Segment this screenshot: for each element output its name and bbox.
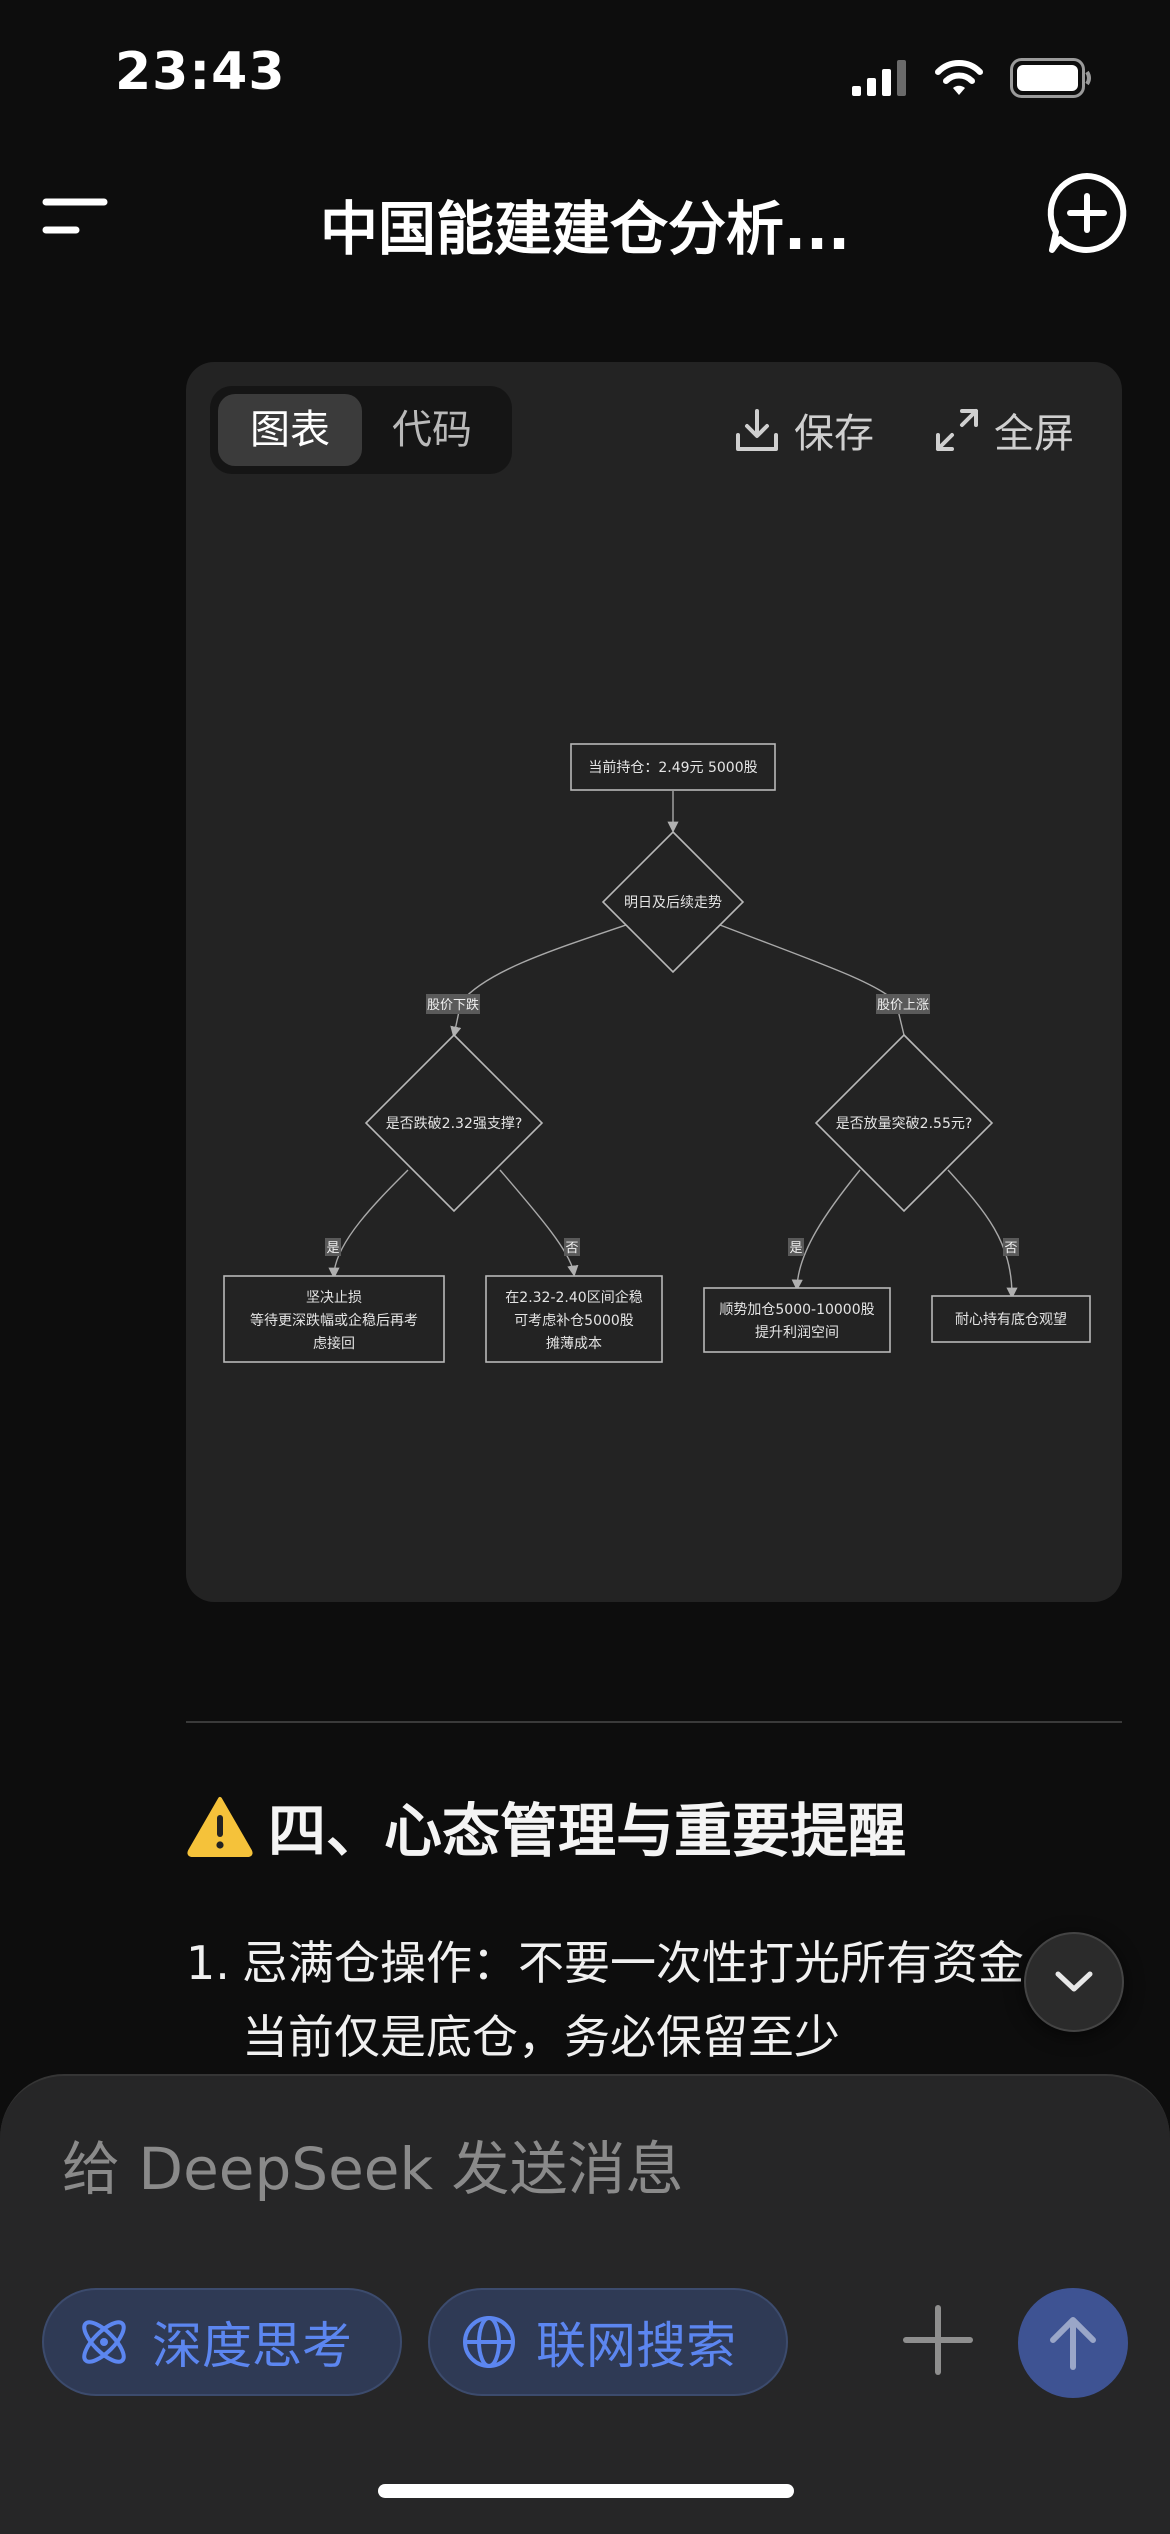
edge-label-no-left: 否	[564, 1238, 580, 1256]
node-trend-decision-text: 明日及后续走势	[624, 894, 722, 911]
edge-label-up: 股价上涨	[876, 994, 930, 1014]
download-icon	[736, 409, 778, 451]
deep-think-toggle[interactable]: 深度思考	[42, 2288, 402, 2396]
node-add-at-support-line-1: 在2.32-2.40区间企稳	[505, 1289, 642, 1306]
new-chat-icon	[1047, 173, 1127, 253]
message-input[interactable]	[60, 2134, 964, 2204]
node-stop-loss-line-2: 等待更深跌幅或企稳后再考	[250, 1312, 418, 1329]
cellular-signal-icon	[852, 60, 906, 96]
flowchart: 当前持仓：2.49元 5000股 明日及后续走势 股价下跌 股价上涨 是否跌破2…	[223, 743, 1091, 1363]
edge-label-no-right-text: 否	[1004, 1241, 1017, 1256]
section-divider	[186, 1721, 1122, 1723]
battery-icon	[1010, 58, 1091, 98]
edge-label-up-text: 股价上涨	[877, 998, 929, 1013]
section-heading-text: 四、心态管理与重要提醒	[268, 1797, 907, 1865]
node-stop-loss: 坚决止损 等待更深跌幅或企稳后再考 虑接回	[223, 1275, 445, 1363]
section-heading: 四、心态管理与重要提醒	[186, 1784, 906, 1868]
edge-label-yes-left-text: 是	[326, 1241, 339, 1256]
edge-label-down: 股价下跌	[426, 994, 480, 1014]
save-label: 保存	[794, 411, 874, 457]
tab-chart[interactable]: 图表	[218, 394, 362, 466]
node-break-support-text: 是否跌破2.32强支撑?	[386, 1116, 523, 1132]
node-stop-loss-line-3: 虑接回	[313, 1335, 355, 1352]
app-header: 中国能建建仓分析...	[0, 160, 1170, 270]
node-add-at-support-line-2: 可考虑补仓5000股	[514, 1313, 634, 1329]
edge-trend-up	[719, 924, 905, 1036]
sidebar-menu-icon	[42, 198, 108, 234]
fullscreen-label: 全屏	[994, 411, 1074, 457]
node-volume-breakout-text: 是否放量突破2.55元?	[836, 1116, 973, 1132]
plus-icon	[903, 2305, 973, 2375]
deep-think-label: 深度思考	[152, 2317, 352, 2375]
list-item-text: 忌满仓操作：不要一次性打光所有资金。当前仅是底仓，务必保留至少	[242, 1936, 1070, 2064]
attach-button[interactable]	[900, 2302, 976, 2378]
warning-icon	[187, 1797, 253, 1857]
node-volume-breakout-decision: 是否放量突破2.55元?	[814, 1033, 994, 1213]
expand-icon	[936, 409, 978, 451]
list-item-number: 1.	[186, 1936, 230, 1990]
status-bar: 23:43	[0, 0, 1170, 150]
node-add-on-breakout-line-2: 提升利润空间	[755, 1325, 839, 1341]
node-hold-position-text: 耐心持有底仓观望	[955, 1312, 1067, 1328]
edge-volume-yes	[791, 1169, 861, 1291]
globe-icon	[463, 2316, 515, 2368]
chevron-down-icon	[1055, 1971, 1093, 1992]
node-add-at-support-line-3: 摊薄成本	[546, 1336, 602, 1352]
node-hold-position: 耐心持有底仓观望	[931, 1295, 1091, 1343]
edge-break-yes	[328, 1169, 409, 1279]
node-add-at-support: 在2.32-2.40区间企稳 可考虑补仓5000股 摊薄成本	[485, 1275, 663, 1363]
edge-break-no	[499, 1169, 579, 1277]
node-stop-loss-line-1: 坚决止损	[306, 1290, 362, 1306]
web-search-label: 联网搜索	[536, 2317, 736, 2375]
wifi-icon	[935, 60, 983, 95]
tab-code[interactable]: 代码	[392, 407, 472, 453]
node-current-position-text: 当前持仓：2.49元 5000股	[588, 759, 757, 776]
send-button[interactable]	[1018, 2288, 1128, 2398]
new-chat-button[interactable]	[1044, 170, 1130, 256]
diagram-card: 当前持仓：2.49元 5000股 明日及后续走势 股价下跌 股价上涨 是否跌破2…	[186, 362, 1122, 1602]
node-add-on-breakout-line-1: 顺势加仓5000-10000股	[719, 1302, 874, 1318]
save-button[interactable]: 保存	[734, 398, 874, 462]
menu-button[interactable]	[40, 188, 110, 244]
atom-icon	[82, 2320, 126, 2364]
node-break-support-decision: 是否跌破2.32强支撑?	[364, 1033, 544, 1213]
web-search-toggle[interactable]: 联网搜索	[428, 2288, 788, 2396]
edge-label-no-right: 否	[1003, 1238, 1019, 1256]
edge-trend-down	[450, 924, 627, 1038]
node-add-on-breakout: 顺势加仓5000-10000股 提升利润空间	[703, 1287, 891, 1353]
message-composer: 深度思考 联网搜索	[0, 2074, 1170, 2534]
edge-label-yes-left: 是	[325, 1238, 341, 1256]
edge-label-no-left-text: 否	[565, 1241, 578, 1256]
arrow-up-icon	[1050, 2317, 1096, 2370]
node-trend-decision: 明日及后续走势	[601, 830, 745, 974]
node-current-position: 当前持仓：2.49元 5000股	[570, 743, 776, 791]
scroll-to-bottom-button[interactable]	[1024, 1932, 1124, 2032]
home-indicator	[378, 2484, 794, 2498]
status-time: 23:43	[115, 42, 286, 102]
edge-label-yes-right-text: 是	[789, 1241, 802, 1256]
fullscreen-button[interactable]: 全屏	[934, 398, 1074, 462]
edge-volume-no	[947, 1169, 1018, 1299]
edge-label-yes-right: 是	[788, 1238, 804, 1256]
conversation-title[interactable]: 中国能建建仓分析...	[319, 195, 851, 263]
edge-label-down-text: 股价下跌	[427, 997, 479, 1013]
view-mode-segmented-control: 图表 代码	[210, 386, 512, 474]
status-icons	[852, 58, 1092, 98]
